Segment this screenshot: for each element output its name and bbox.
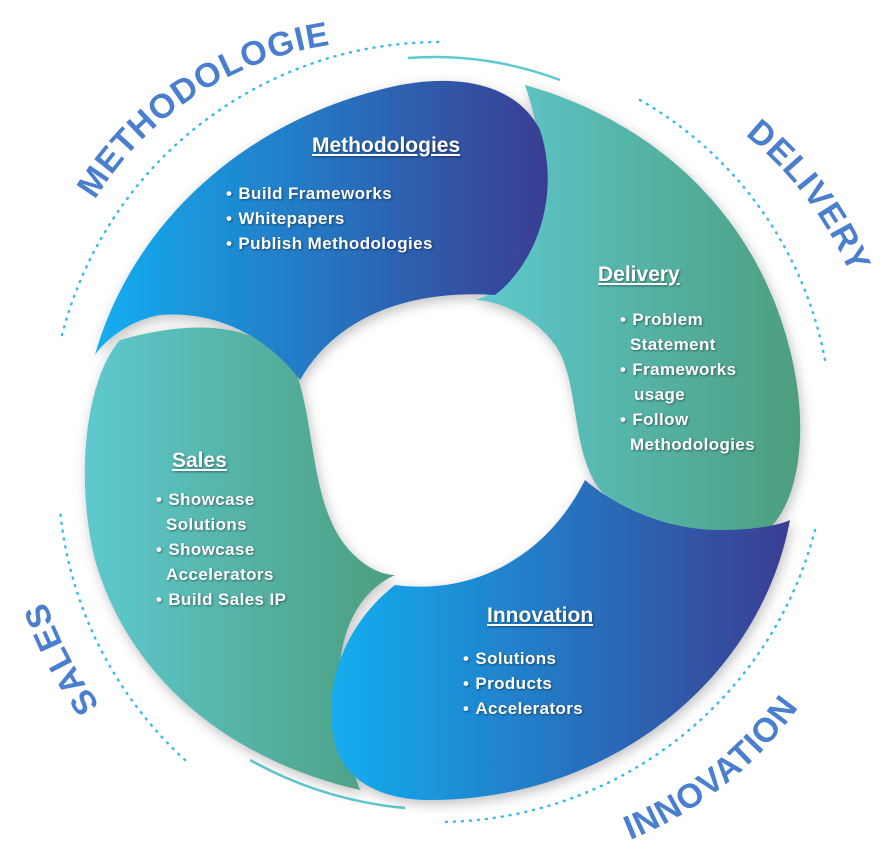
list-item-continued: Statement bbox=[630, 335, 716, 354]
sales-title: Sales bbox=[172, 449, 227, 472]
list-item-continued: usage bbox=[634, 385, 686, 404]
list-item-continued: Accelerators bbox=[166, 565, 274, 584]
solid-arc-top bbox=[407, 55, 561, 82]
innovation-title: Innovation bbox=[487, 604, 594, 627]
list-item: Showcase bbox=[156, 487, 286, 512]
delivery-list: Problem Statement Frameworks usage Follo… bbox=[620, 307, 755, 457]
segment-innovation bbox=[331, 480, 790, 800]
list-item: Showcase bbox=[156, 537, 286, 562]
dotted-arc-top-left bbox=[60, 40, 442, 337]
list-item: Build Sales IP bbox=[156, 587, 286, 612]
sales-list: Showcase Solutions Showcase Accelerators… bbox=[156, 487, 286, 612]
outer-label-sales: SALES bbox=[17, 598, 107, 722]
outer-solid-arcs bbox=[249, 55, 561, 810]
list-item: Solutions bbox=[463, 646, 583, 671]
list-item-continued: Methodologies bbox=[630, 435, 756, 454]
outer-dotted-arcs bbox=[58, 40, 827, 824]
dotted-arc-bottom-left bbox=[58, 508, 187, 762]
methodologies-title: Methodologies bbox=[312, 134, 461, 157]
delivery-title: Delivery bbox=[598, 263, 680, 286]
outer-label-delivery: DELIVERY bbox=[740, 112, 878, 278]
list-item: Accelerators bbox=[463, 696, 583, 721]
list-item: Frameworks bbox=[620, 357, 755, 382]
list-item: Whitepapers bbox=[226, 206, 433, 231]
solid-arc-bottom bbox=[249, 758, 406, 810]
list-item-continued: Solutions bbox=[166, 515, 248, 534]
dotted-arc-bottom-right bbox=[438, 528, 817, 824]
list-item: Publish Methodologies bbox=[226, 231, 433, 256]
innovation-list: Solutions Products Accelerators bbox=[463, 646, 583, 721]
list-item: Products bbox=[463, 671, 583, 696]
list-item: Problem bbox=[620, 307, 755, 332]
methodologies-list: Build Frameworks Whitepapers Publish Met… bbox=[226, 181, 433, 256]
list-item: Follow bbox=[620, 407, 755, 432]
list-item: Build Frameworks bbox=[226, 181, 433, 206]
